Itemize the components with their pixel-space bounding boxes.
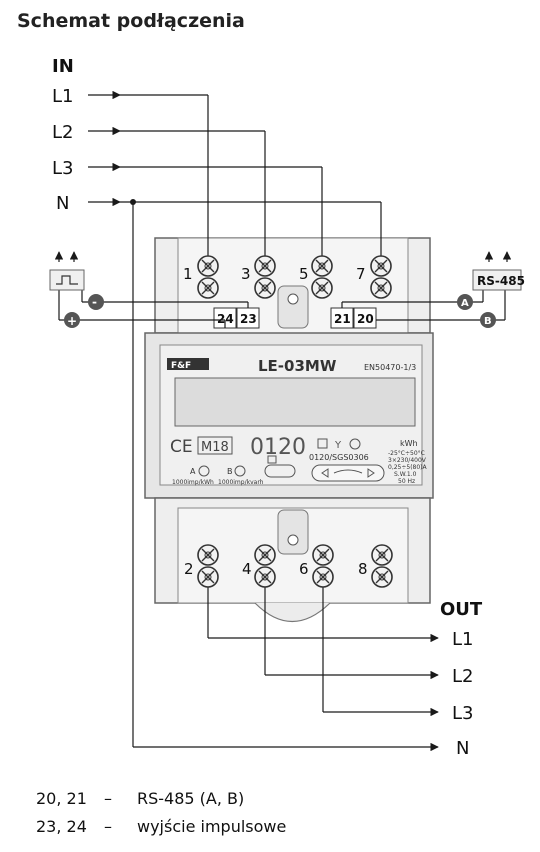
led-b-note: 1000imp/kvarh (218, 479, 264, 486)
output-l2-label: L2 (452, 666, 473, 687)
navigation-buttons (311, 464, 385, 482)
input-l1-label: L1 (52, 86, 73, 107)
terminal-4-label: 4 (242, 560, 252, 578)
terminal-24-label: 24 (217, 312, 234, 326)
ce-mark: CE (170, 437, 193, 457)
terminal-23-label: 23 (240, 312, 257, 326)
b-circle-icon (349, 438, 361, 450)
legend-key-rs485: 20, 21 (36, 789, 87, 808)
pulse-output-wires (54, 251, 249, 328)
terminal-1-label: 1 (183, 265, 193, 283)
led-b-indicator (234, 465, 246, 477)
b-marker-label: B (484, 316, 492, 327)
b-marker (480, 312, 496, 328)
unit-label: kWh (400, 439, 418, 448)
input-n-label: N (56, 193, 69, 214)
terminal-3-label: 3 (241, 265, 251, 283)
output-n-label: N (456, 738, 469, 759)
in-heading: IN (52, 56, 74, 77)
terminal-20-label: 20 (357, 312, 374, 326)
input-l2-label: L2 (52, 122, 73, 143)
spec-temp: -25°C÷50°C (388, 450, 425, 457)
pulse-icon (56, 275, 78, 285)
a-marker-label: A (461, 298, 469, 309)
terminal-2-label: 2 (184, 560, 194, 578)
terminal-5-label: 5 (299, 265, 309, 283)
a-marker (457, 294, 473, 310)
front-panel: F&F LE-03MW EN50470-1/3 CE M18 0120 Y 01… (159, 344, 428, 486)
spec-sw: S.W.1.0 (394, 471, 417, 478)
lcd-display (174, 377, 416, 427)
aux-terminals-left (213, 307, 260, 329)
device-code-sub: 0120/SGS0306 (309, 453, 369, 462)
double-insulation-icon (317, 438, 328, 449)
led-a-note: 1000imp/kWh (172, 479, 214, 486)
terminal-21-label: 21 (334, 312, 351, 326)
rs485-label: RS-485 (477, 274, 525, 288)
neutral-junction (130, 199, 136, 205)
output-wires (207, 580, 439, 717)
class-mark: M18 (201, 440, 229, 455)
plus-marker-label: + (67, 314, 77, 328)
led-a-indicator (198, 465, 210, 477)
device-code: 0120 (250, 435, 306, 460)
plus-marker (64, 312, 80, 328)
output-l1-label: L1 (452, 629, 473, 650)
optical-port (264, 464, 296, 478)
rs485-box (472, 269, 522, 291)
input-l3-label: L3 (52, 158, 73, 179)
led-b-label: B (227, 467, 233, 476)
terminal-8-label: 8 (358, 560, 368, 578)
pulse-counter-box (49, 269, 85, 291)
legend-text-rs485: RS-485 (A, B) (137, 789, 244, 808)
spec-freq: 50 Hz (398, 478, 415, 485)
out-heading: OUT (440, 599, 483, 620)
terminal-7-label: 7 (356, 265, 366, 283)
legend-text-pulse: wyjście impulsowe (137, 817, 286, 836)
spec-current: 0,25÷5(80)A (388, 464, 428, 471)
minus-marker-label: - (92, 295, 97, 309)
legend: 20, 21 – RS-485 (A, B) 23, 24 – wyjście … (36, 789, 286, 836)
port-icon (267, 455, 277, 464)
input-wires (88, 90, 439, 752)
legend-dash-rs485: – (104, 789, 112, 808)
minus-marker (88, 294, 104, 310)
aux-terminals-right (330, 307, 377, 329)
model-name: LE-03MW (258, 357, 337, 375)
spec-voltage: 3×230/400V (388, 457, 427, 464)
led-a-label: A (190, 467, 196, 476)
legend-key-pulse: 23, 24 (36, 817, 87, 836)
brand-logo: F&F (171, 361, 191, 371)
antenna-icon: Y (334, 440, 342, 451)
output-l3-label: L3 (452, 703, 473, 724)
standard-text: EN50470-1/3 (364, 363, 416, 372)
legend-dash-pulse: – (104, 817, 112, 836)
terminal-6-label: 6 (299, 560, 309, 578)
diagram-title: Schemat podłączenia (17, 10, 245, 32)
